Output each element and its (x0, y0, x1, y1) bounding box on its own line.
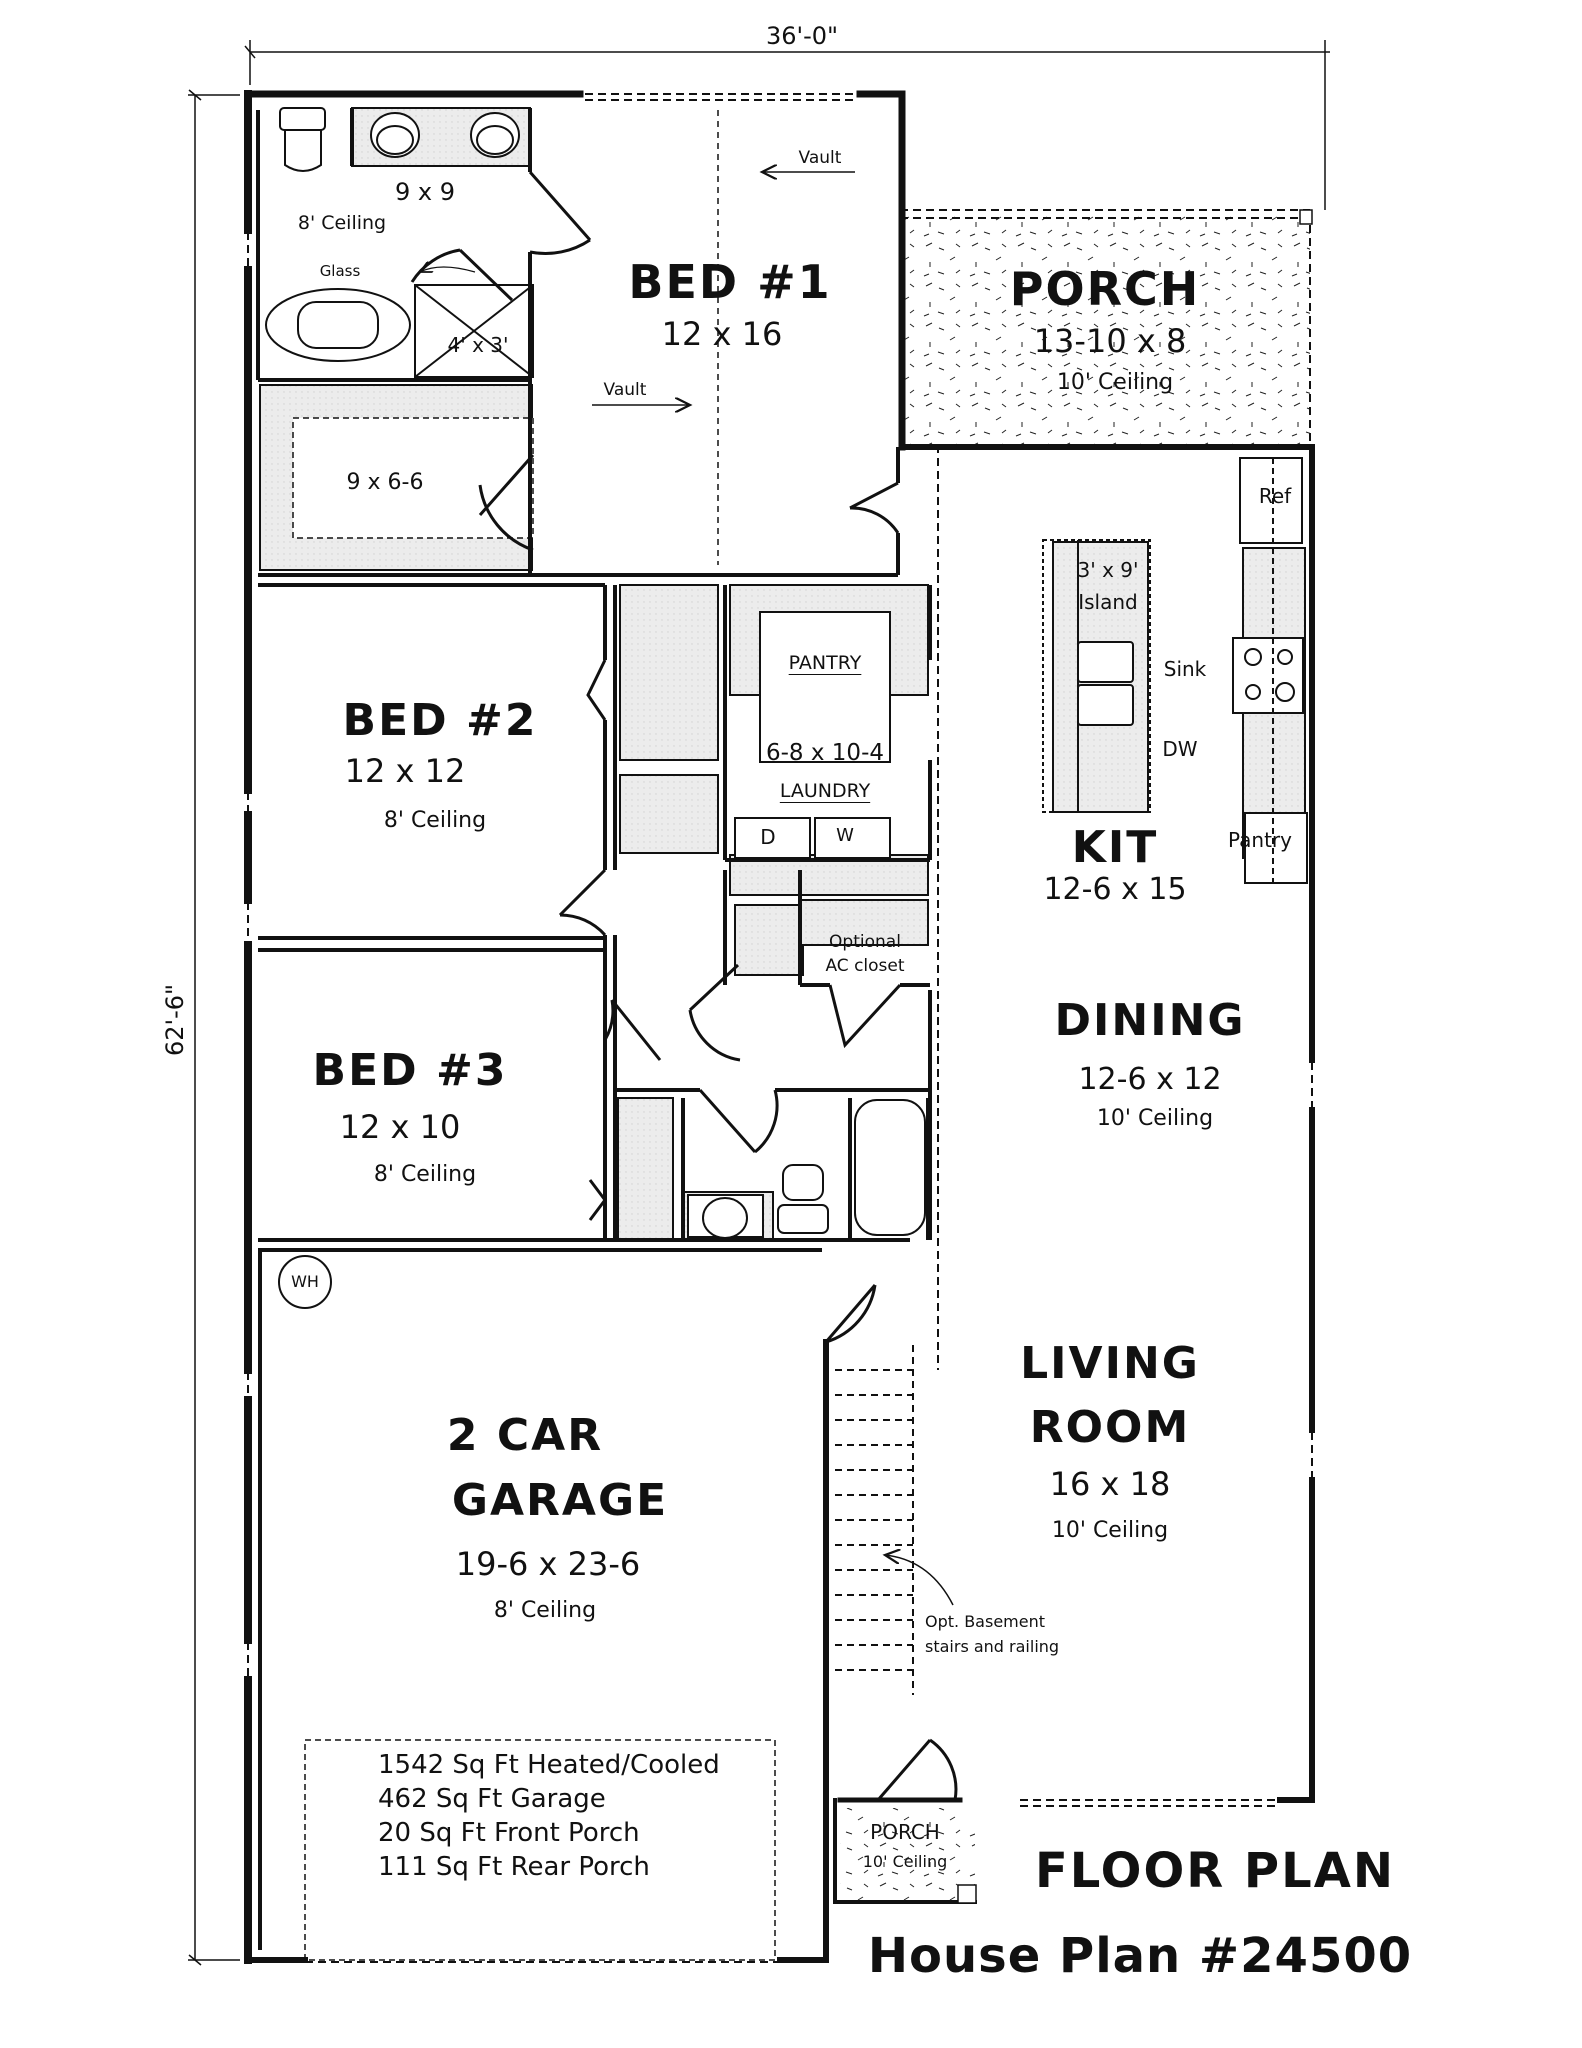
garage-title-line1: 2 CAR (446, 1410, 604, 1461)
dining-size: 12-6 x 12 (1078, 1062, 1222, 1097)
master-bath-size: 9 x 9 (395, 178, 455, 206)
front-porch-ceiling: 10' Ceiling (862, 1852, 948, 1871)
vault-label-top: Vault (798, 148, 842, 168)
sqft-front-porch: 20 Sq Ft Front Porch (378, 1818, 640, 1848)
closet-size: 9 x 6-6 (346, 470, 424, 495)
square-footage-list: 1542 Sq Ft Heated/Cooled 462 Sq Ft Garag… (378, 1748, 720, 1884)
stairs-note-line1: Opt. Basement (925, 1612, 1045, 1631)
garage-ceiling: 8' Ceiling (493, 1598, 597, 1623)
bed2-ceiling: 8' Ceiling (383, 808, 487, 833)
island-size: 3' x 9' (1077, 558, 1139, 582)
ac-closet-line2: AC closet (825, 956, 905, 976)
water-heater-label: WH (291, 1272, 319, 1291)
bed3-ceiling: 8' Ceiling (373, 1162, 477, 1187)
overall-width-label: 36'-0" (765, 22, 839, 50)
master-bath-ceiling: 8' Ceiling (297, 212, 387, 234)
laundry-label: LAUNDRY (779, 780, 871, 802)
bed1-size: 12 x 16 (661, 315, 783, 353)
rear-porch-ceiling: 10' Ceiling (1056, 370, 1174, 395)
house-plan-number: House Plan #24500 (867, 1928, 1413, 1984)
garage-title-line2: GARAGE (451, 1475, 669, 1526)
living-size: 16 x 18 (1049, 1465, 1171, 1503)
dining-title: DINING (1054, 995, 1246, 1046)
sqft-garage: 462 Sq Ft Garage (378, 1784, 606, 1814)
bed3-title: BED #3 (312, 1045, 508, 1096)
bed2-title: BED #2 (342, 695, 538, 746)
island-label: Island (1078, 590, 1138, 614)
pantry-cabinet-label: Pantry (1228, 828, 1292, 852)
bed3-size: 12 x 10 (339, 1108, 461, 1146)
floor-plan-title: FLOOR PLAN (1034, 1843, 1396, 1899)
bed1-title: BED #1 (628, 255, 832, 309)
dining-ceiling: 10' Ceiling (1096, 1106, 1214, 1131)
fridge-label: Ref (1258, 484, 1292, 508)
sink-label: Sink (1163, 657, 1207, 681)
living-title-line2: ROOM (1029, 1402, 1191, 1453)
ac-closet-line1: Optional (829, 932, 901, 952)
living-ceiling: 10' Ceiling (1051, 1518, 1169, 1543)
kitchen-size: 12-6 x 15 (1043, 872, 1187, 907)
rear-porch-size: 13-10 x 8 (1033, 322, 1187, 360)
vault-label-bottom: Vault (603, 380, 647, 400)
rear-porch-slab (905, 212, 1310, 449)
shower-size: 4' x 3' (447, 333, 509, 357)
dishwasher-label: DW (1162, 737, 1198, 761)
rear-porch-title: PORCH (1009, 262, 1201, 316)
dryer-label: D (760, 825, 776, 849)
pantry-laundry-size: 6-8 x 10-4 (766, 740, 884, 766)
living-title-line1: LIVING (1020, 1338, 1200, 1389)
washer-label: W (836, 825, 854, 846)
garage-size: 19-6 x 23-6 (455, 1545, 641, 1583)
bed2-size: 12 x 12 (344, 752, 466, 790)
pantry-label: PANTRY (788, 652, 862, 674)
sqft-rear-porch: 111 Sq Ft Rear Porch (378, 1852, 650, 1882)
kitchen-title: KIT (1071, 822, 1159, 873)
glass-note: Glass (319, 262, 361, 280)
sqft-heated: 1542 Sq Ft Heated/Cooled (378, 1750, 720, 1780)
front-porch-title: PORCH (870, 1820, 940, 1844)
dimension-lines (188, 40, 1330, 1966)
stairs-note-line2: stairs and railing (925, 1637, 1060, 1656)
overall-depth-label: 62'-6" (161, 983, 189, 1057)
